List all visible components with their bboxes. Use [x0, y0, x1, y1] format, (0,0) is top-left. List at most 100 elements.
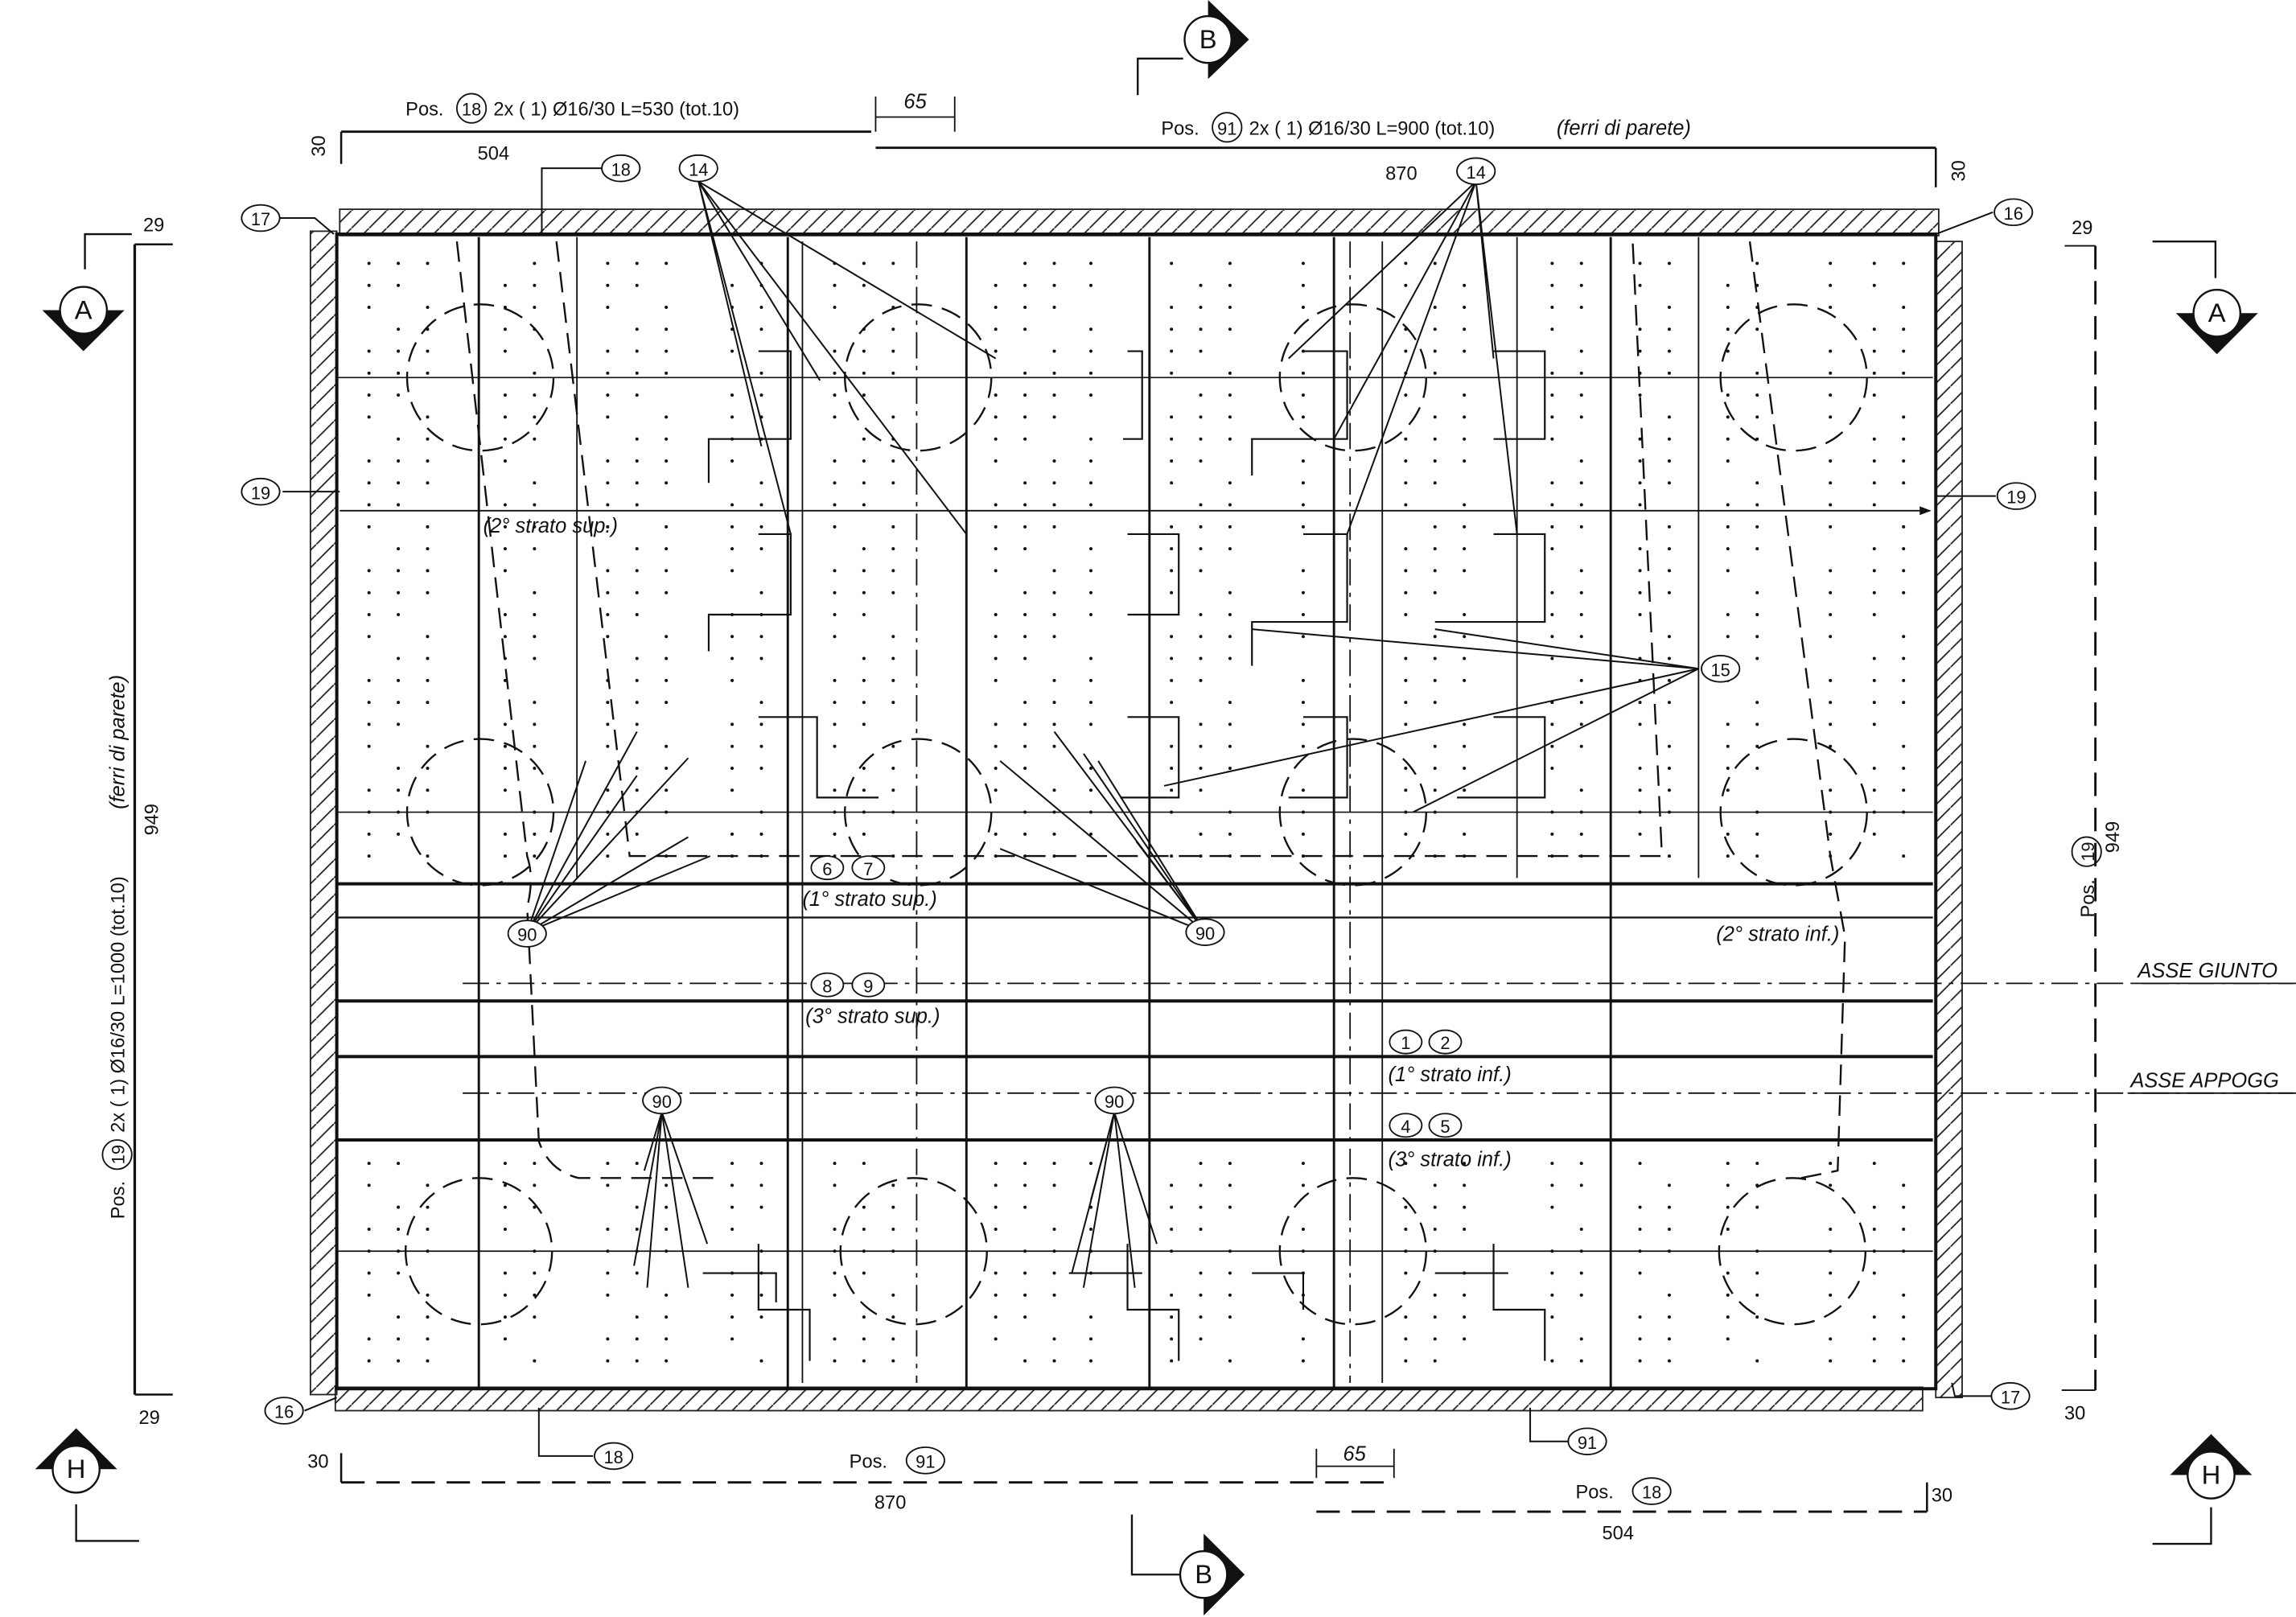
rebar-dot [1023, 1183, 1027, 1187]
slab-outline [309, 208, 1963, 1412]
rebar-dot [1726, 415, 1730, 419]
dim-spec: 2x ( 1) Ø16/30 L=900 (tot.10) [1249, 118, 1496, 139]
rebar-dot [1579, 349, 1583, 353]
rebar-dot [533, 305, 537, 309]
rebar-dot [1829, 832, 1833, 836]
callout-7: 7 [851, 855, 886, 881]
rebar-dot [1755, 701, 1759, 705]
rebar-dot [1726, 283, 1730, 287]
section-marker-h-right[interactable]: H [2152, 1434, 2253, 1545]
rebar-dot [891, 788, 895, 792]
dim-end: 30 [309, 135, 330, 156]
rebar-dot [1433, 305, 1437, 309]
rebar-dot [1902, 656, 1906, 660]
section-marker-a-left[interactable]: A [42, 232, 132, 352]
rebar-dot [891, 1337, 895, 1341]
rebar-dot [1404, 678, 1408, 682]
rebar-dot [503, 437, 507, 441]
rebar-dot [426, 415, 430, 419]
rebar-dot [1550, 437, 1554, 441]
rebar-dot [1755, 371, 1759, 375]
rebar-dot [1199, 635, 1203, 639]
rebar-dot [426, 766, 430, 770]
rebar-dot [730, 547, 734, 551]
rebar-dot [1089, 261, 1093, 265]
rebar-dot [1199, 415, 1203, 419]
rebar-dot [833, 1227, 837, 1231]
rebar-dot [1228, 1205, 1232, 1209]
rebar-dot [635, 1205, 639, 1209]
rebar-dot [1199, 1315, 1203, 1319]
rebar-dot [759, 635, 763, 639]
rebar-dot [994, 1227, 998, 1231]
rebar-dot [397, 283, 401, 287]
rebar-dot [730, 788, 734, 792]
rebar-dot [862, 1249, 866, 1253]
rebar-dot [994, 1271, 998, 1275]
rebar-dot [1463, 415, 1467, 419]
rebar-dot [606, 305, 610, 309]
rebar-dot [891, 1227, 895, 1231]
rebar-dot [1404, 437, 1408, 441]
rebar-dot [1433, 547, 1437, 551]
rebar-dot [1228, 590, 1232, 595]
rebar-dot [1052, 1227, 1056, 1231]
rebar-dot [862, 678, 866, 682]
rebar-dot [1579, 788, 1583, 792]
rebar-dot [533, 525, 537, 529]
right-dimension: 29 30 Pos. 19 949 [2061, 218, 2124, 1424]
callout-label: 9 [863, 976, 873, 996]
rebar-dot [606, 678, 610, 682]
callout-8: 8 [810, 972, 845, 998]
rebar-dot [1755, 635, 1759, 639]
rebar-dot [1755, 481, 1759, 485]
rebar-dot [1667, 1359, 1671, 1363]
rebar-dot [1550, 1205, 1554, 1209]
dim-spec: 2x ( 1) Ø16/30 L=1000 (tot.10) [109, 876, 130, 1133]
rebar-dot [1089, 810, 1093, 814]
callout-label: 5 [1440, 1117, 1450, 1137]
rebar-dot [1433, 1227, 1437, 1231]
callout-label: 16 [2004, 204, 2023, 224]
rebar-dot [1463, 393, 1467, 397]
rebar-dot [1755, 305, 1759, 309]
rebar-dot [533, 656, 537, 660]
rebar-dot [1301, 305, 1305, 309]
rebar-dot [1902, 305, 1906, 309]
rebar-dot [1404, 283, 1408, 287]
rebar-dot [1228, 305, 1232, 309]
callout-label: 18 [603, 1447, 623, 1467]
rebar-dot [1755, 327, 1759, 331]
rebar-dot [1433, 1249, 1437, 1253]
rebar-dot [1404, 393, 1408, 397]
rebar-dot [426, 261, 430, 265]
section-marker-label: H [2202, 1459, 2221, 1489]
rebar-dot [1755, 393, 1759, 397]
rebar-dot [1829, 701, 1833, 705]
rebar-dot [759, 744, 763, 748]
section-marker-a-right[interactable]: A [2152, 240, 2258, 355]
rebar-dot [1301, 393, 1305, 397]
dim-top-end: 29 [2072, 218, 2092, 239]
rebar-dot [1755, 547, 1759, 551]
rebar-dot [533, 371, 537, 375]
rebar-dot [1667, 1293, 1671, 1297]
section-marker-b-top[interactable]: B [1137, 0, 1249, 96]
rebar-dot [759, 656, 763, 660]
rebar-dot [1902, 788, 1906, 792]
position-bubble [1212, 112, 1243, 143]
rebar-dot [606, 481, 610, 485]
rebar-dot [397, 766, 401, 770]
rebar-dot [1089, 1359, 1093, 1363]
section-marker-b-bottom[interactable]: B [1130, 1514, 1245, 1616]
rebar-dot [1052, 1249, 1056, 1253]
section-marker-h-left[interactable]: H [35, 1428, 139, 1542]
rebar-dot [503, 569, 507, 573]
rebar-dot [1170, 1205, 1174, 1209]
rebar-dot [1301, 525, 1305, 529]
rebar-dot [1023, 635, 1027, 639]
rebar-dot [606, 1162, 610, 1166]
rebar-dot [635, 612, 639, 616]
rebar-dot [1089, 678, 1093, 682]
rebar-dot [635, 1337, 639, 1341]
